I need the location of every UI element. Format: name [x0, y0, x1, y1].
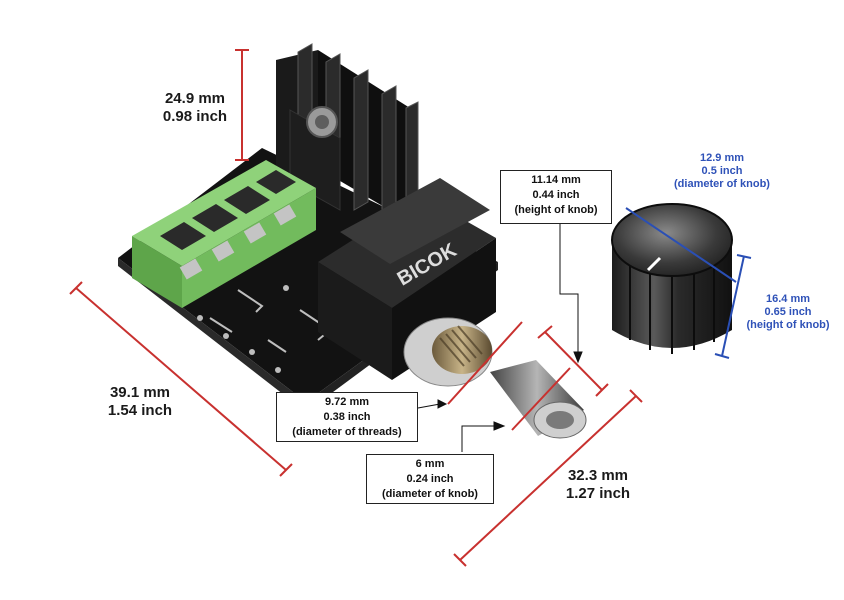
knob-diameter-inch: 0.5 inch [701, 165, 743, 178]
heatsink-dim-mm: 24.9 mm [164, 90, 226, 107]
board-depth-mm: 32.3 mm [567, 467, 629, 484]
shaft-height-inch: 0.44 inch [532, 188, 580, 201]
shaft-diameter-mm: 6 mm [415, 458, 445, 470]
heatsink [276, 43, 419, 237]
knob-height-dim-line [721, 255, 745, 357]
knob-diameter-note: (diameter of knob) [674, 178, 770, 191]
knob-diameter-mm: 12.9 mm [699, 152, 745, 164]
shaft-diameter-note: (diameter of knob) [382, 487, 478, 500]
board-depth-dim-line [459, 395, 637, 561]
shaft-height-callout: 11.14 mm 0.44 inch (height of knob) [500, 170, 612, 224]
shaft-diameter-callout: 6 mm 0.24 inch (diameter of knob) [366, 454, 494, 504]
leader-lines [417, 224, 583, 452]
threads-diameter-inch: 0.38 inch [323, 410, 371, 423]
knob-diameter-dim-label: 12.9 mm 0.5 inch (diameter of knob) [654, 152, 790, 192]
knob-height-inch: 0.65 inch [764, 306, 812, 319]
board-length-inch: 1.54 inch [107, 402, 173, 419]
threads-diameter-callout: 9.72 mm 0.38 inch (diameter of threads) [276, 392, 418, 442]
board-depth-dim-label: 32.3 mm 1.27 inch [556, 467, 640, 503]
knob [611, 203, 733, 354]
pot-shaft [403, 317, 587, 439]
shaft-height-note: (height of knob) [514, 203, 598, 216]
board-length-dim-label: 39.1 mm 1.54 inch [98, 384, 182, 420]
knob-height-dim-label: 16.4 mm 0.65 inch (height of knob) [738, 293, 838, 333]
terminal-block [132, 160, 316, 308]
board-depth-inch: 1.27 inch [565, 485, 631, 502]
board-length-dim-line [75, 287, 287, 471]
threads-diameter-note: (diameter of threads) [292, 425, 402, 438]
board-length-mm: 39.1 mm [109, 384, 171, 401]
knob-diameter-dim-line [625, 207, 737, 283]
red-dimension-lines [69, 49, 643, 567]
knob-height-mm: 16.4 mm [765, 293, 811, 305]
shaft-dia-dim-line [511, 367, 571, 431]
blue-dimension-lines [625, 207, 752, 359]
shaft-diameter-inch: 0.24 inch [406, 472, 454, 485]
heatsink-dim-label: 24.9 mm 0.98 inch [150, 90, 240, 126]
heatsink-dim-inch: 0.98 inch [162, 108, 228, 125]
shaft-height-dim-line [544, 331, 603, 391]
knob-height-note: (height of knob) [746, 319, 830, 332]
threads-diameter-mm: 9.72 mm [324, 396, 370, 408]
shaft-height-mm: 11.14 mm [531, 174, 581, 186]
threads-dim-line [447, 321, 523, 405]
